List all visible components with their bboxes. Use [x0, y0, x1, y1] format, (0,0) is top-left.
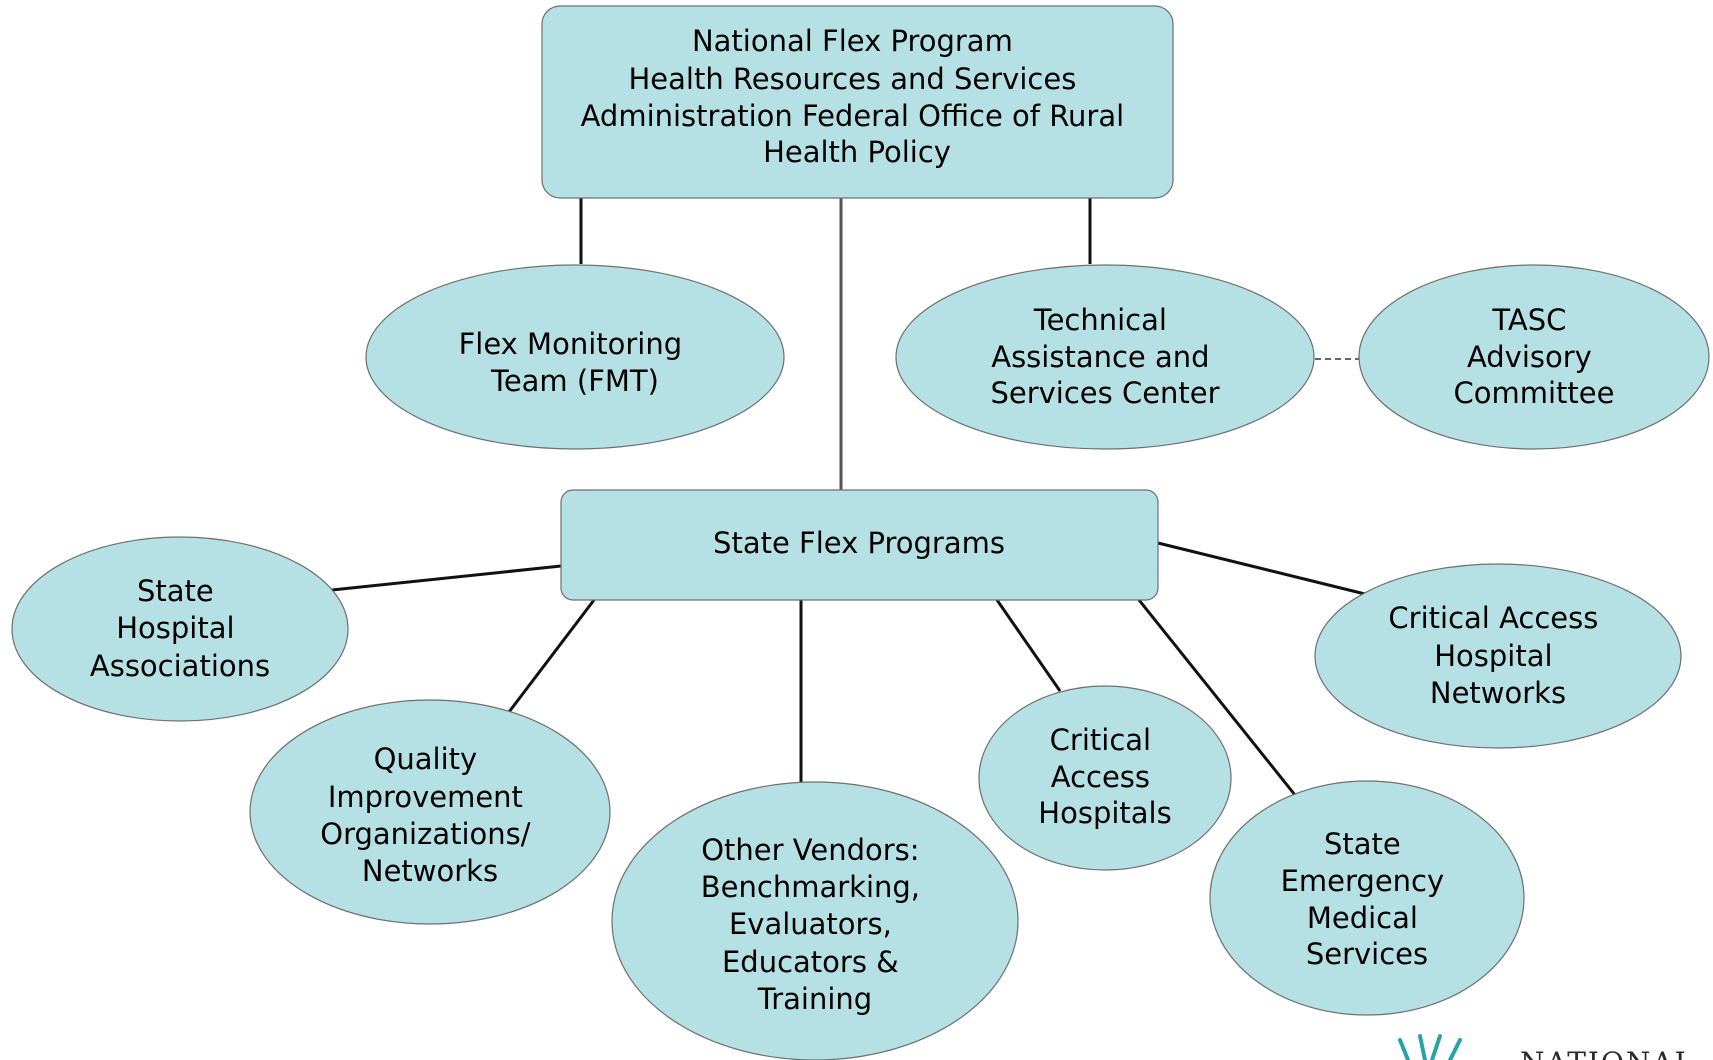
node-shape	[365, 264, 785, 450]
connector-state-hospital-assoc	[331, 564, 562, 592]
connectors	[331, 198, 1366, 796]
node-state-ems: State Emergency Medical Services	[1209, 780, 1525, 1016]
node-shape	[1209, 780, 1525, 1016]
logo-mark-icon	[1398, 1034, 1462, 1060]
node-label: Other Vendors: Benchmarking, Evaluators,…	[701, 833, 929, 1016]
node-label: Quality Improvement Organizations/ Netwo…	[320, 742, 540, 888]
node-label: Critical Access Hospitals	[1038, 723, 1171, 830]
node-national-flex-program: National Flex Program Health Resources a…	[541, 5, 1174, 199]
node-shape	[1358, 264, 1710, 450]
connector-cah	[995, 599, 1062, 692]
node-state-hospital-associations: State Hospital Associations	[11, 536, 349, 722]
connector-cah-networks	[1157, 541, 1366, 596]
node-shape	[560, 489, 1159, 601]
node-label: State Hospital Associations	[90, 574, 270, 683]
node-shape	[249, 699, 611, 925]
node-label: National Flex Program Health Resources a…	[581, 24, 1134, 169]
node-flex-monitoring-team: Flex Monitoring Team (FMT)	[365, 264, 785, 450]
connector-state-ems	[1137, 599, 1297, 796]
connector-quality-improvement	[507, 599, 596, 713]
node-label: State Flex Programs	[713, 526, 1005, 560]
logo-text: NATIONAL	[1520, 1046, 1695, 1060]
node-label: TASC Advisory Committee	[1454, 303, 1615, 410]
node-state-flex-programs: State Flex Programs	[560, 489, 1159, 601]
node-critical-access-hospitals: Critical Access Hospitals	[978, 685, 1232, 871]
node-shape	[11, 536, 349, 722]
logo: NATIONAL	[1398, 1034, 1695, 1060]
node-label: Flex Monitoring Team (FMT)	[459, 327, 692, 398]
node-shape	[978, 685, 1232, 871]
node-cah-networks: Critical Access Hospital Networks	[1314, 563, 1682, 749]
node-quality-improvement: Quality Improvement Organizations/ Netwo…	[249, 699, 611, 925]
node-shape	[895, 264, 1315, 450]
node-label: Technical Assistance and Services Center	[990, 303, 1219, 410]
node-label: Critical Access Hospital Networks	[1388, 601, 1607, 710]
node-shape	[1314, 563, 1682, 749]
node-tasc: Technical Assistance and Services Center	[895, 264, 1315, 450]
node-label: State Emergency Medical Services	[1281, 827, 1454, 971]
node-shape	[611, 781, 1019, 1060]
node-other-vendors: Other Vendors: Benchmarking, Evaluators,…	[611, 781, 1019, 1060]
node-shape	[541, 5, 1174, 199]
node-tasc-advisory-committee: TASC Advisory Committee	[1358, 264, 1710, 450]
